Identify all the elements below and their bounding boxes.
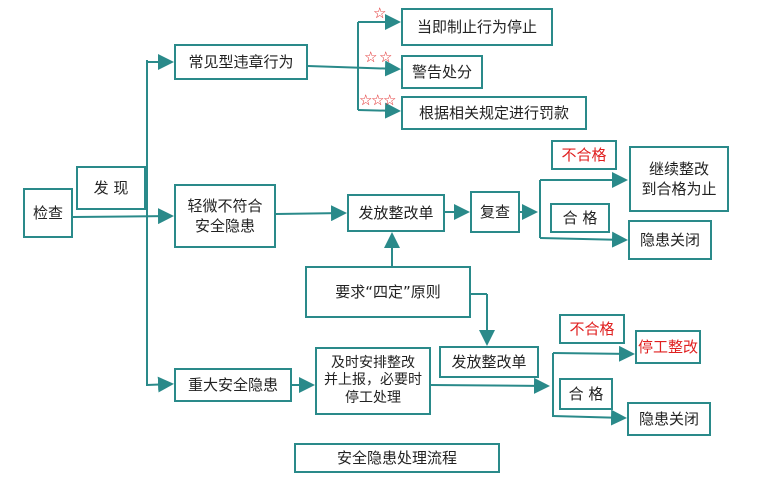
- node-fail-1: 不合格: [551, 140, 617, 170]
- node-continue-fix: 继续整改 到合格为止: [629, 146, 729, 212]
- node-timely-fix: 及时安排整改 并上报，必要时 停工处理: [315, 347, 431, 415]
- node-recheck: 复查: [470, 191, 520, 233]
- node-minor-hazard: 轻微不符合 安全隐患: [174, 184, 276, 248]
- node-pass-1: 合 格: [550, 203, 610, 233]
- node-warning: 警告处分: [401, 55, 483, 89]
- diagram-title: 安全隐患处理流程: [294, 443, 500, 473]
- node-inspect: 检查: [23, 188, 73, 238]
- star-icon: ☆: [371, 91, 385, 109]
- node-fine: 根据相关规定进行罚款: [401, 96, 587, 130]
- node-close-1: 隐患关闭: [628, 220, 712, 260]
- node-pass-2: 合 格: [559, 378, 613, 410]
- node-close-2: 隐患关闭: [627, 402, 711, 436]
- star-icon: ☆: [364, 48, 378, 66]
- star-icon: ☆: [359, 91, 373, 109]
- node-four-principles: 要求“四定”原则: [305, 266, 471, 318]
- node-stop-now: 当即制止行为停止: [401, 8, 553, 46]
- star-icon: ☆: [379, 48, 393, 66]
- node-issue-notice-1: 发放整改单: [347, 194, 445, 232]
- node-fail-2: 不合格: [559, 314, 625, 344]
- node-major-hazard: 重大安全隐患: [174, 368, 292, 402]
- star-icon: ☆: [383, 91, 397, 109]
- node-common-violation: 常见型违章行为: [174, 44, 308, 80]
- star-icon: ☆: [373, 4, 387, 22]
- node-stop-work: 停工整改: [635, 330, 701, 364]
- node-discover: 发 现: [76, 166, 146, 210]
- node-issue-notice-2: 发放整改单: [439, 346, 539, 378]
